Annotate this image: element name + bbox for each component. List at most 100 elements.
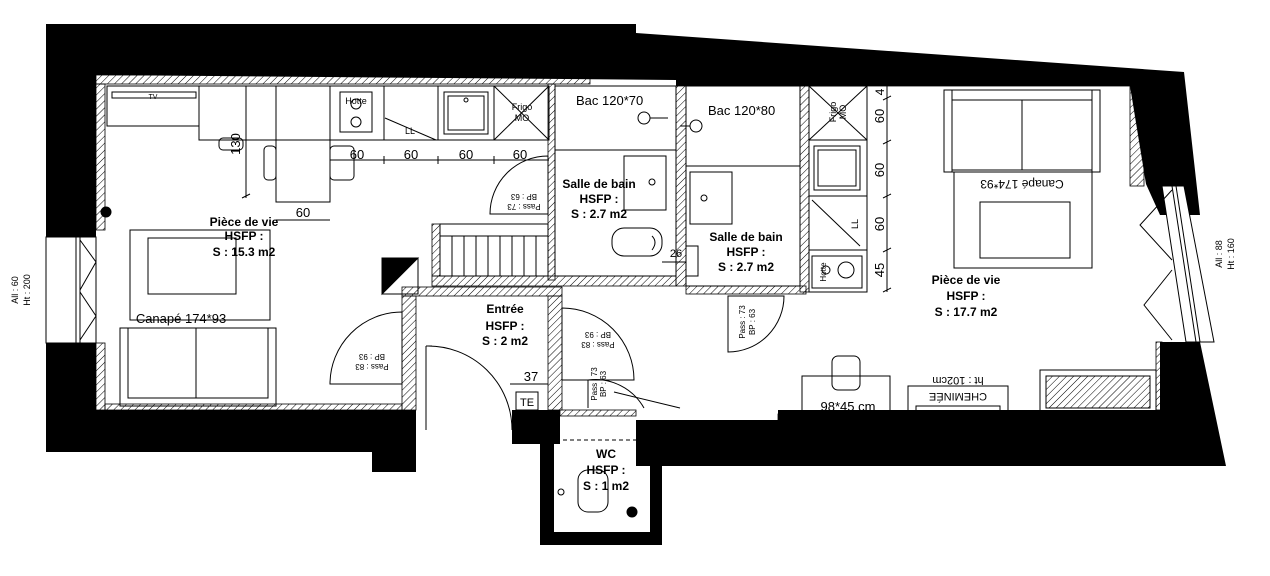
door-entry-right-pass: Pass : 83 — [581, 340, 615, 349]
te-box — [515, 391, 539, 411]
door-bath1-bp: BP : 63 — [510, 192, 537, 201]
door-bath2-pass: Pass : 73 — [738, 305, 747, 339]
door-left-living — [329, 311, 403, 385]
right-living-furniture: Canapé 174*93 98*45 cm CHEMINÉE ht : 102… — [801, 89, 1157, 415]
living-right-hsfp: HSFP : — [946, 289, 985, 303]
bath1-vanity — [623, 155, 667, 211]
entry-area-label: S : 2 m2 — [482, 334, 528, 348]
sofa-left — [119, 327, 277, 407]
chair-3 — [329, 145, 355, 181]
top-left-wall — [46, 24, 1184, 237]
door-bath2 — [727, 295, 785, 353]
hotte-label-right: Hotte — [819, 262, 828, 282]
bathroom-1: Bac 120*70 — [554, 85, 677, 277]
wardrobe — [1039, 369, 1157, 415]
entry-hsfp: HSFP : — [485, 319, 524, 333]
hob — [339, 91, 373, 133]
hatch-top-left — [95, 74, 591, 85]
hatch-bath-wall-3 — [799, 85, 810, 293]
window-left — [45, 236, 97, 344]
mo-label: MO — [515, 113, 530, 123]
bath2-name: Salle de bain — [709, 230, 782, 244]
door-bath1-pass: Pass : 73 — [507, 202, 541, 211]
sofa-right-label: Canapé 174*93 — [980, 177, 1064, 191]
door-left-pass: Pass : 83 — [355, 362, 389, 371]
shower-1-label: Bac 120*70 — [576, 93, 643, 108]
windows — [45, 185, 1215, 344]
living-left-hsfp: HSFP : — [224, 229, 263, 243]
door-entry-main — [425, 345, 513, 431]
door-entry-right-bp: BP : 93 — [584, 330, 611, 339]
right-wall-lower — [636, 342, 1226, 466]
door-wc-pass: Pass : 73 — [590, 367, 599, 401]
dim-4: 4 — [873, 88, 887, 95]
dimension-labels: 130 60 60 60 60 60 37 26 4 60 60 60 45 — [228, 88, 887, 384]
dim-45: 45 — [872, 263, 887, 277]
frigo-label: Frigo — [512, 102, 533, 112]
wc-area: S : 1 m2 — [583, 479, 629, 493]
dim-60-2: 60 — [404, 147, 418, 162]
hatch-bottom-left — [104, 403, 403, 411]
living-left-name: Pièce de vie — [210, 215, 279, 229]
hatch-entry-right — [547, 295, 563, 411]
hatch-top-right — [799, 79, 1131, 87]
door-labels: Pass : 73 BP : 63 Pass : 73 BP : 63 Pass… — [355, 192, 757, 401]
te-label: TE — [520, 397, 534, 409]
bottom-left-wall — [46, 343, 416, 472]
living-right-name: Pièce de vie — [932, 273, 1001, 287]
wc-walls — [512, 410, 662, 545]
door-wc-bp: BP : 63 — [599, 370, 608, 397]
hatch-wc-top — [559, 409, 637, 417]
hatch-right-upper — [1129, 85, 1145, 187]
bath1-name: Salle de bain — [562, 177, 635, 191]
entry-name: Entrée — [486, 302, 524, 316]
dim-60-r2: 60 — [872, 163, 887, 177]
shower-2-label: Bac 120*80 — [708, 103, 775, 118]
hatch-left-lower — [95, 342, 106, 411]
living-left-area: S : 15.3 m2 — [213, 245, 276, 259]
dim-60-table: 60 — [296, 205, 310, 220]
living-right-area: S : 17.7 m2 — [935, 305, 998, 319]
ll-label-right: LL — [850, 219, 860, 229]
post-left — [100, 206, 112, 218]
tv-label: TV — [149, 94, 158, 101]
ll-label-left: LL — [405, 126, 415, 136]
dim-26: 26 — [670, 248, 682, 260]
chair-1 — [218, 137, 244, 151]
rug-left — [129, 229, 271, 321]
hatch-left-upper — [95, 83, 106, 231]
bath2-toilet — [685, 245, 699, 277]
hatch-entry-left — [401, 295, 417, 411]
bath1-toilet — [611, 227, 663, 257]
wc-hsfp: HSFP : — [586, 463, 625, 477]
bath2-vanity — [689, 171, 733, 225]
bath1-hsfp: HSFP : — [579, 192, 618, 206]
dim-60-r1: 60 — [872, 109, 887, 123]
room-labels: Pièce de vie HSFP : S : 15.3 m2 Canapé 1… — [136, 177, 1001, 493]
bath2-area: S : 2.7 m2 — [718, 260, 774, 274]
hotte-label: Hotte — [345, 96, 367, 106]
window-right-ht: Ht : 160 — [1226, 238, 1236, 270]
frigo-label-right: Frigo — [828, 102, 838, 123]
post-wc — [626, 506, 638, 518]
window-left-ht: Ht : 200 — [22, 274, 32, 306]
window-right-all: All : 88 — [1214, 240, 1224, 268]
door-bath2-bp: BP : 63 — [748, 308, 757, 335]
bath1-area: S : 2.7 m2 — [571, 207, 627, 221]
dim-60-3: 60 — [459, 147, 473, 162]
hatch-stair-left — [431, 223, 441, 277]
hatch-bath1-bottom — [431, 275, 677, 287]
door-entry-right — [561, 307, 635, 381]
mo-label-right: MO — [838, 105, 848, 120]
desk-label: 98*45 cm — [821, 399, 876, 414]
dim-60-4: 60 — [513, 147, 527, 162]
window-left-all: All : 60 — [10, 276, 20, 304]
sofa-left-label: Canapé 174*93 — [136, 311, 226, 326]
right-wall-upper — [1130, 72, 1200, 215]
door-bath1 — [489, 155, 549, 215]
hatch-bath2-bottom — [685, 285, 807, 295]
sink — [443, 91, 489, 135]
hatch-entry-top — [401, 286, 563, 297]
staircase — [439, 223, 549, 277]
